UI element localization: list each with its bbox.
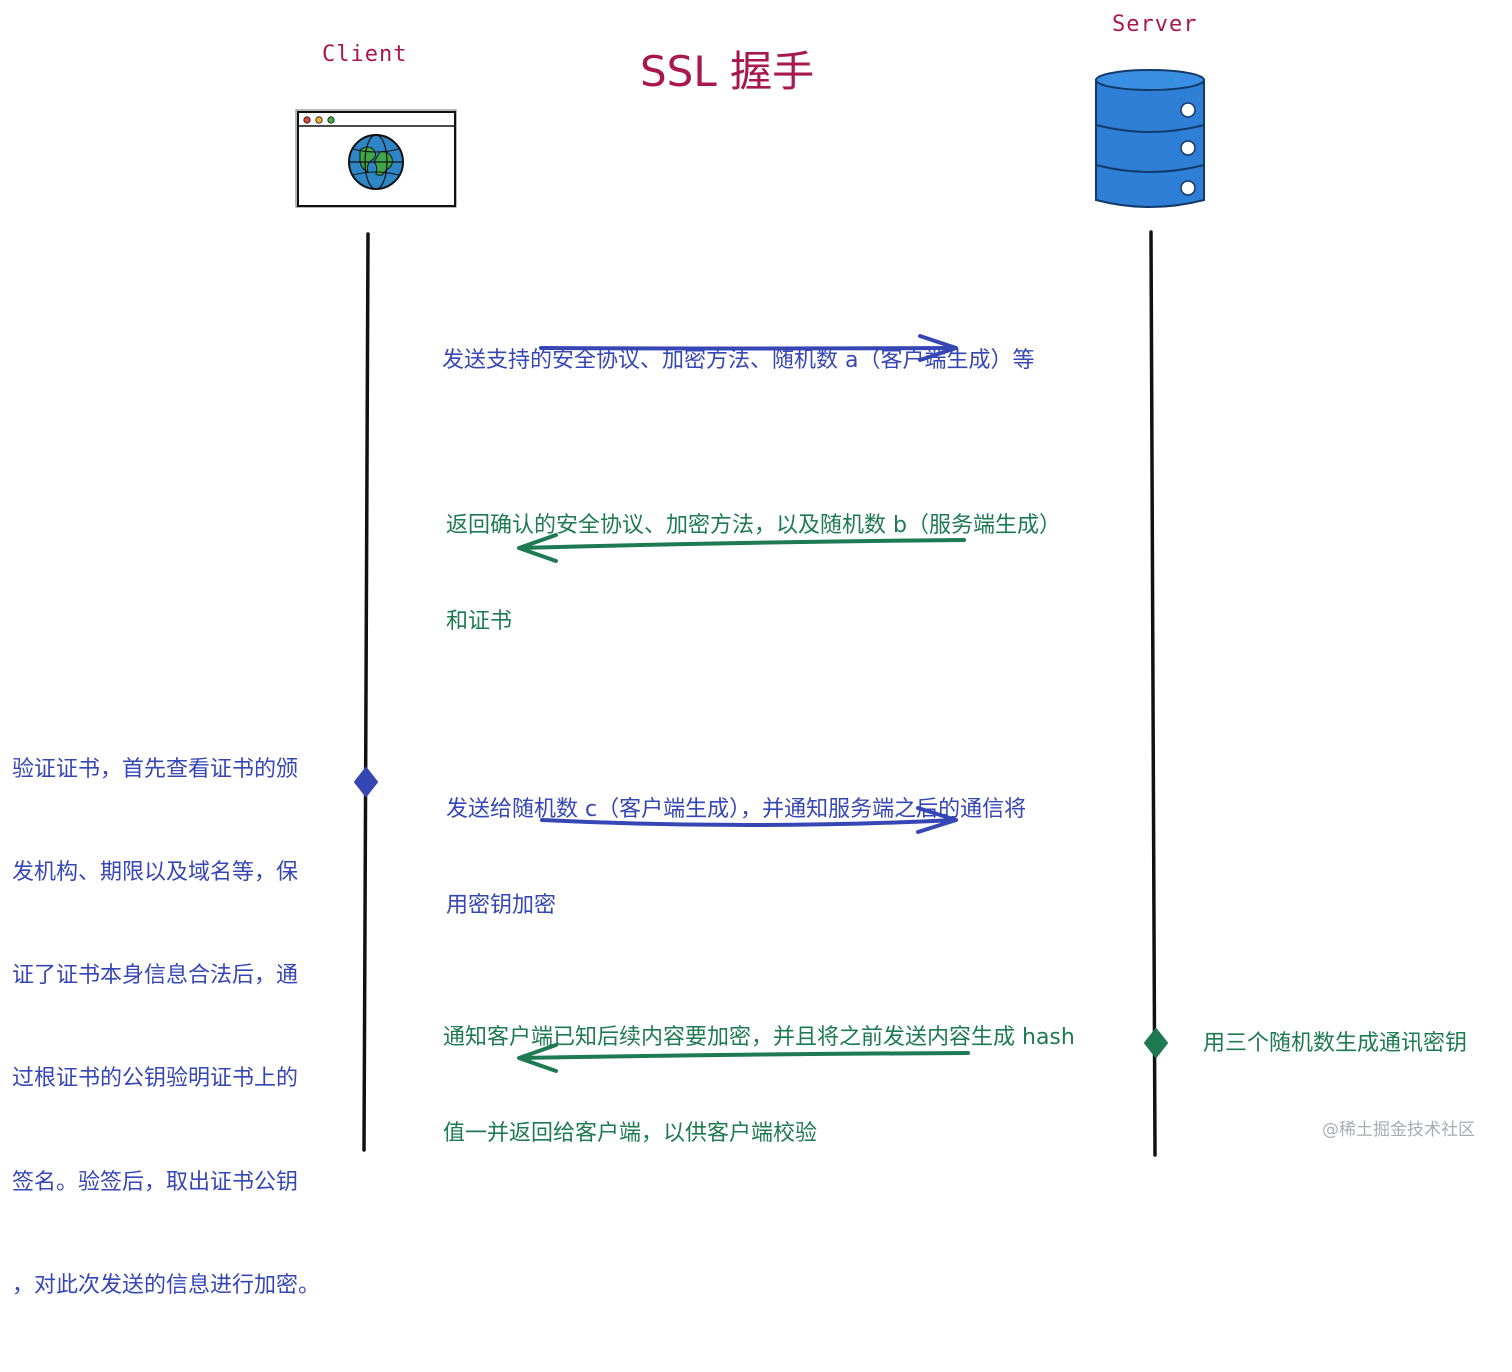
message-2-line-2: 和证书 xyxy=(446,609,513,634)
server-label: Server xyxy=(1112,12,1198,37)
diagram-title: SSL 握手 xyxy=(640,47,815,96)
message-1-line-1: 发送支持的安全协议、加密方法、随机数 a（客户端生成）等 xyxy=(442,348,1035,373)
server-lifeline xyxy=(1149,230,1157,1157)
client-note-line: 证了证书本身信息合法后，通 xyxy=(12,963,299,989)
message-4-line-2: 值一并返回给客户端，以供客户端校验 xyxy=(443,1121,818,1146)
client-label: Client xyxy=(322,42,408,67)
arrow-client-to-server-1 xyxy=(539,334,958,362)
arrow-server-to-client-2 xyxy=(517,533,966,563)
arrow-client-to-server-3 xyxy=(540,806,958,834)
globe-icon xyxy=(348,134,404,190)
message-3-line-2: 用密钥加密 xyxy=(446,893,557,918)
client-note: 验证证书，首先查看证书的颁 发机构、期限以及域名等，保 证了证书本身信息合法后，… xyxy=(12,684,320,1372)
server-note-marker xyxy=(1144,1028,1168,1058)
message-3-line-1: 发送给随机数 c（客户端生成），并通知服务端之后的通信将 xyxy=(446,797,1027,822)
browser-window-icon xyxy=(295,109,457,208)
ssl-handshake-diagram: SSL 握手 Client Server 发送支持的安全协议、加密方法、随机数 … xyxy=(12,12,1475,1298)
client-note-marker xyxy=(354,767,378,797)
client-note-line: ，对此次发送的信息进行加密。 xyxy=(12,1272,321,1298)
arrow-server-to-client-4 xyxy=(517,1043,970,1073)
client-note-line: 验证证书，首先查看证书的颁 xyxy=(12,756,299,782)
client-note-line: 发机构、期限以及域名等，保 xyxy=(12,860,299,886)
client-note-line: 过根证书的公钥验明证书上的 xyxy=(12,1066,299,1092)
message-2: 返回确认的安全协议、加密方法，以及随机数 b（服务端生成） 和证书 xyxy=(446,446,1061,702)
diagram-graphics xyxy=(295,69,1205,1157)
server-database-icon xyxy=(1095,69,1205,208)
watermark: @稀土掘金技术社区 xyxy=(1322,1120,1475,1140)
message-4-line-1: 通知客户端已知后续内容要加密，并且将之前发送内容生成 hash xyxy=(443,1025,1075,1050)
client-note-line: 签名。验签后，取出证书公钥 xyxy=(12,1169,299,1195)
client-lifeline xyxy=(362,232,370,1152)
message-4: 通知客户端已知后续内容要加密，并且将之前发送内容生成 hash 值一并返回给客户… xyxy=(443,958,1075,1214)
message-3: 发送给随机数 c（客户端生成），并通知服务端之后的通信将 用密钥加密 xyxy=(446,730,1026,986)
message-1: 发送支持的安全协议、加密方法、随机数 a（客户端生成）等 xyxy=(442,281,1034,441)
server-note: 用三个随机数生成通讯密钥 xyxy=(1203,1031,1468,1056)
message-2-line-1: 返回确认的安全协议、加密方法，以及随机数 b（服务端生成） xyxy=(446,513,1061,538)
